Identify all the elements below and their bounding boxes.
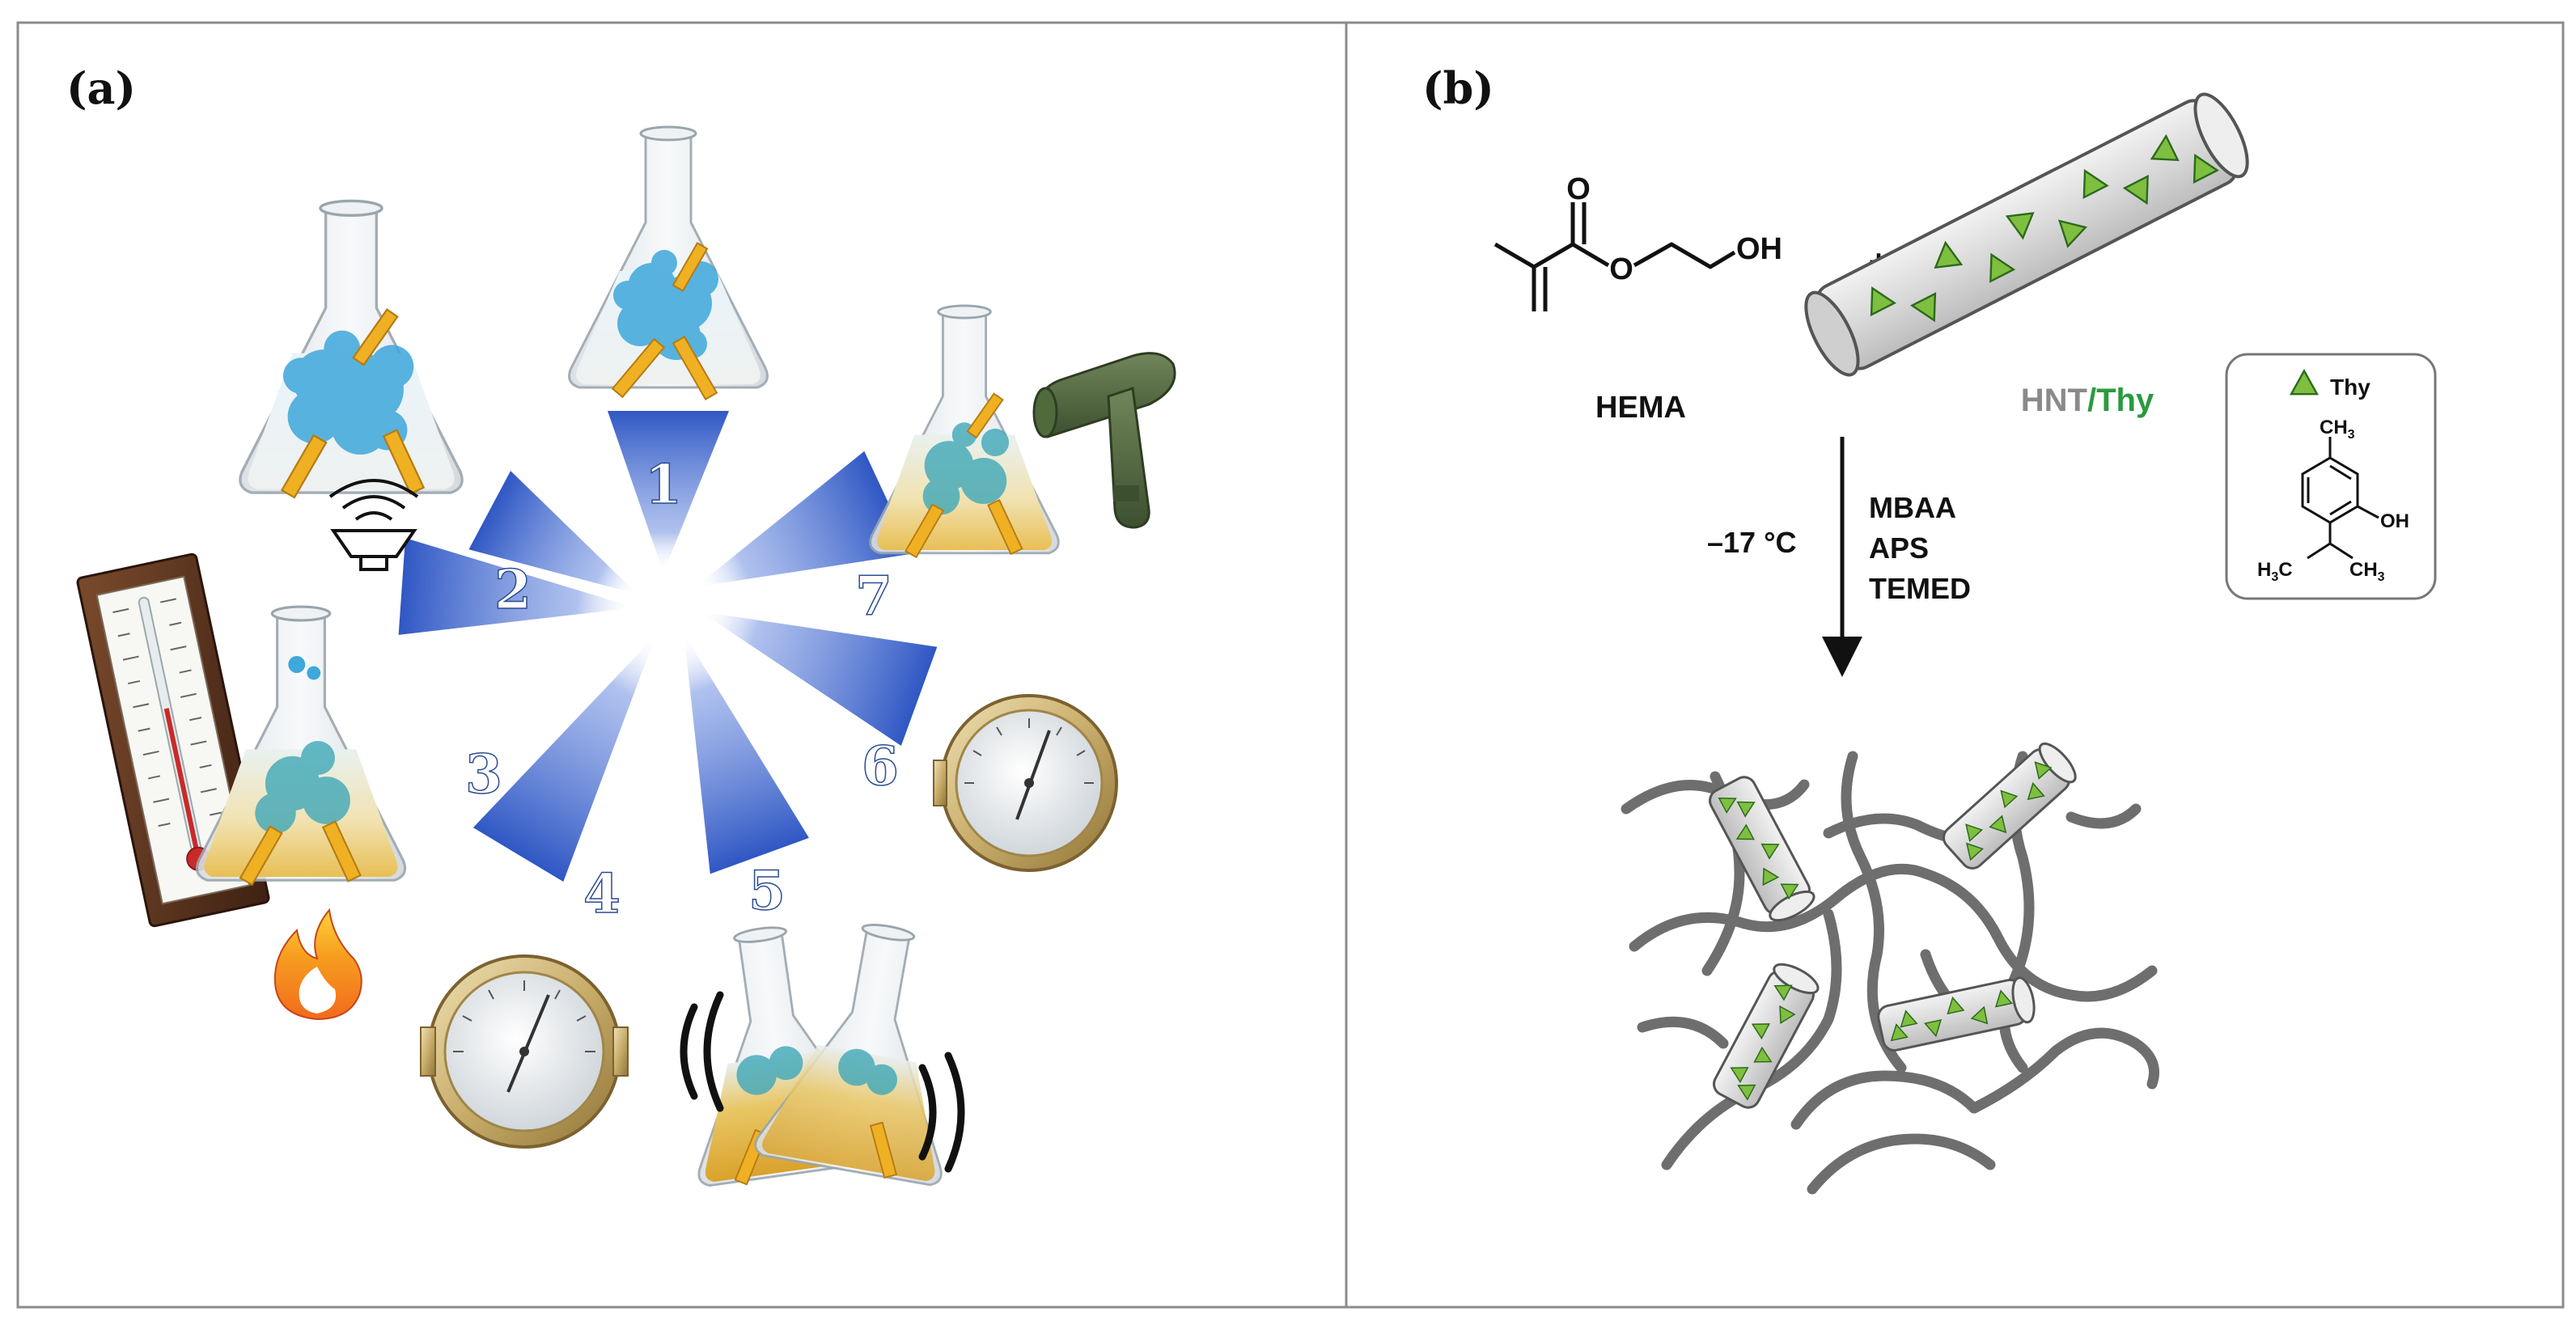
ray-2 bbox=[468, 471, 638, 595]
hnt-thy-tube bbox=[1804, 92, 2249, 377]
step-number-5: 5 bbox=[748, 859, 786, 922]
condition-temed: TEMED bbox=[1869, 572, 1971, 605]
shaking-flasks-icon bbox=[664, 908, 984, 1188]
hema-label: HEMA bbox=[1595, 391, 1686, 425]
ray-6 bbox=[700, 612, 938, 746]
thymol-ch3-right: CH3 bbox=[2349, 559, 2385, 584]
thymol-structure bbox=[2301, 437, 2379, 560]
step-number-7: 7 bbox=[855, 565, 892, 628]
thymol-legend-box: Thy CH3 OH H3C CH3 bbox=[2225, 353, 2437, 600]
condition-aps: APS bbox=[1869, 531, 1929, 565]
ray-4 bbox=[472, 635, 656, 882]
thy-legend-label: Thy bbox=[2330, 375, 2371, 400]
ray-1 bbox=[608, 411, 729, 573]
ultrasound-speaker-icon bbox=[328, 479, 419, 571]
hydrogel-network bbox=[1621, 742, 2159, 1195]
figure-border bbox=[16, 21, 2565, 1309]
ray-7 bbox=[695, 451, 913, 587]
panel-label-b: (b) bbox=[1422, 62, 1494, 114]
pressure-gauge-icon bbox=[420, 954, 629, 1149]
step-number-4: 4 bbox=[583, 862, 621, 925]
thymol-ch3-top: CH3 bbox=[2320, 417, 2355, 442]
hema-ester-o: O bbox=[1609, 252, 1633, 286]
ray-5 bbox=[684, 633, 809, 874]
reaction-temperature: –17 °C bbox=[1707, 526, 1796, 559]
flame-icon bbox=[273, 908, 362, 1021]
ray-3 bbox=[398, 538, 636, 635]
condition-mbaa: MBAA bbox=[1869, 491, 1956, 524]
hema-oh: OH bbox=[1736, 232, 1782, 266]
flask-1 bbox=[568, 125, 769, 401]
flask-3 bbox=[195, 605, 407, 887]
thymol-h3c: H3C bbox=[2257, 559, 2293, 584]
flask-2 bbox=[239, 199, 464, 499]
hnt-thy-label: HNT/Thy bbox=[2021, 383, 2154, 418]
flask-7 bbox=[869, 304, 1060, 559]
step-number-3: 3 bbox=[465, 743, 502, 806]
pressure-gauge-icon bbox=[933, 694, 1118, 872]
step-number-6: 6 bbox=[862, 734, 899, 798]
thymol-oh: OH bbox=[2380, 510, 2409, 532]
panel-label-a: (a) bbox=[66, 62, 136, 114]
heat-gun-icon bbox=[1032, 352, 1176, 529]
hema-structure bbox=[1493, 202, 1736, 311]
step-number-1: 1 bbox=[645, 453, 682, 516]
hema-carbonyl-o: O bbox=[1566, 172, 1591, 206]
sonication-process-diagram: 1 2 3 4 5 6 7 bbox=[76, 125, 1176, 1188]
step-number-2: 2 bbox=[494, 558, 532, 621]
